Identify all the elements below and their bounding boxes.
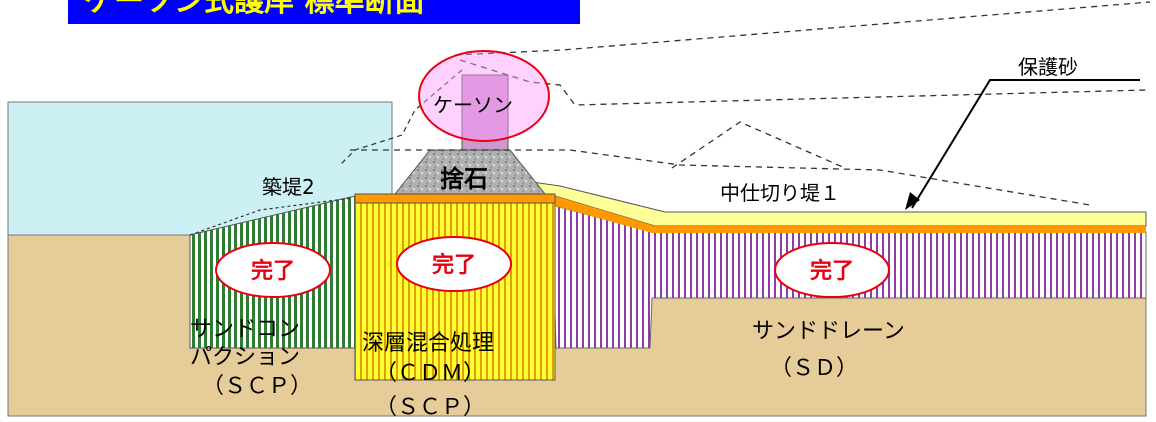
- sand-mat-layer: [552, 196, 1146, 233]
- scp-label-line2: パクション: [190, 345, 300, 370]
- scp-label-line1: サンドコン: [190, 317, 300, 342]
- future-embankment-line-lower: [350, 149, 1091, 206]
- cdm-label-line1: 深層混合処理: [362, 331, 494, 356]
- status-badge-scp-text: 完了: [251, 258, 295, 284]
- status-badge-scp: 完了: [215, 242, 331, 298]
- cdm-top-mat: [354, 193, 556, 204]
- status-badge-sd-text: 完了: [810, 258, 854, 284]
- status-badge-cdm-text: 完了: [432, 252, 476, 278]
- status-badge-cdm: 完了: [396, 236, 512, 292]
- future-embankment-line-left: [339, 69, 463, 166]
- status-badge-sd: 完了: [774, 242, 890, 298]
- embankment2-label: 築堤2: [262, 175, 315, 199]
- cdm-label-line3: （ＳＣＰ）: [375, 395, 485, 420]
- protective-sand-leader: [911, 79, 1140, 209]
- sd-label-line1: サンドドレーン: [752, 319, 905, 344]
- caisson-highlight: [418, 50, 550, 142]
- caisson-label: ケーソン: [433, 93, 513, 117]
- scp-label-line3: （ＳＣＰ）: [202, 374, 312, 399]
- future-embankment-line-middle: [459, 59, 1147, 106]
- rubble-label: 捨石: [440, 165, 488, 193]
- embankment2-outline: [189, 197, 353, 236]
- diagram-title: ケーソン式護岸 標準断面: [68, 0, 580, 24]
- future-embankment-line-upper: [454, 1, 1151, 56]
- partition-dike1-outline: [671, 121, 846, 169]
- partition-dike1-label: 中仕切り堤１: [720, 181, 840, 205]
- cdm-label-line2: （ＣＤＭ）: [375, 361, 485, 386]
- protective-sand-label: 保護砂: [1018, 55, 1078, 79]
- sd-label-line2: （ＳＤ）: [770, 356, 858, 381]
- leader-arrowhead: [905, 192, 920, 210]
